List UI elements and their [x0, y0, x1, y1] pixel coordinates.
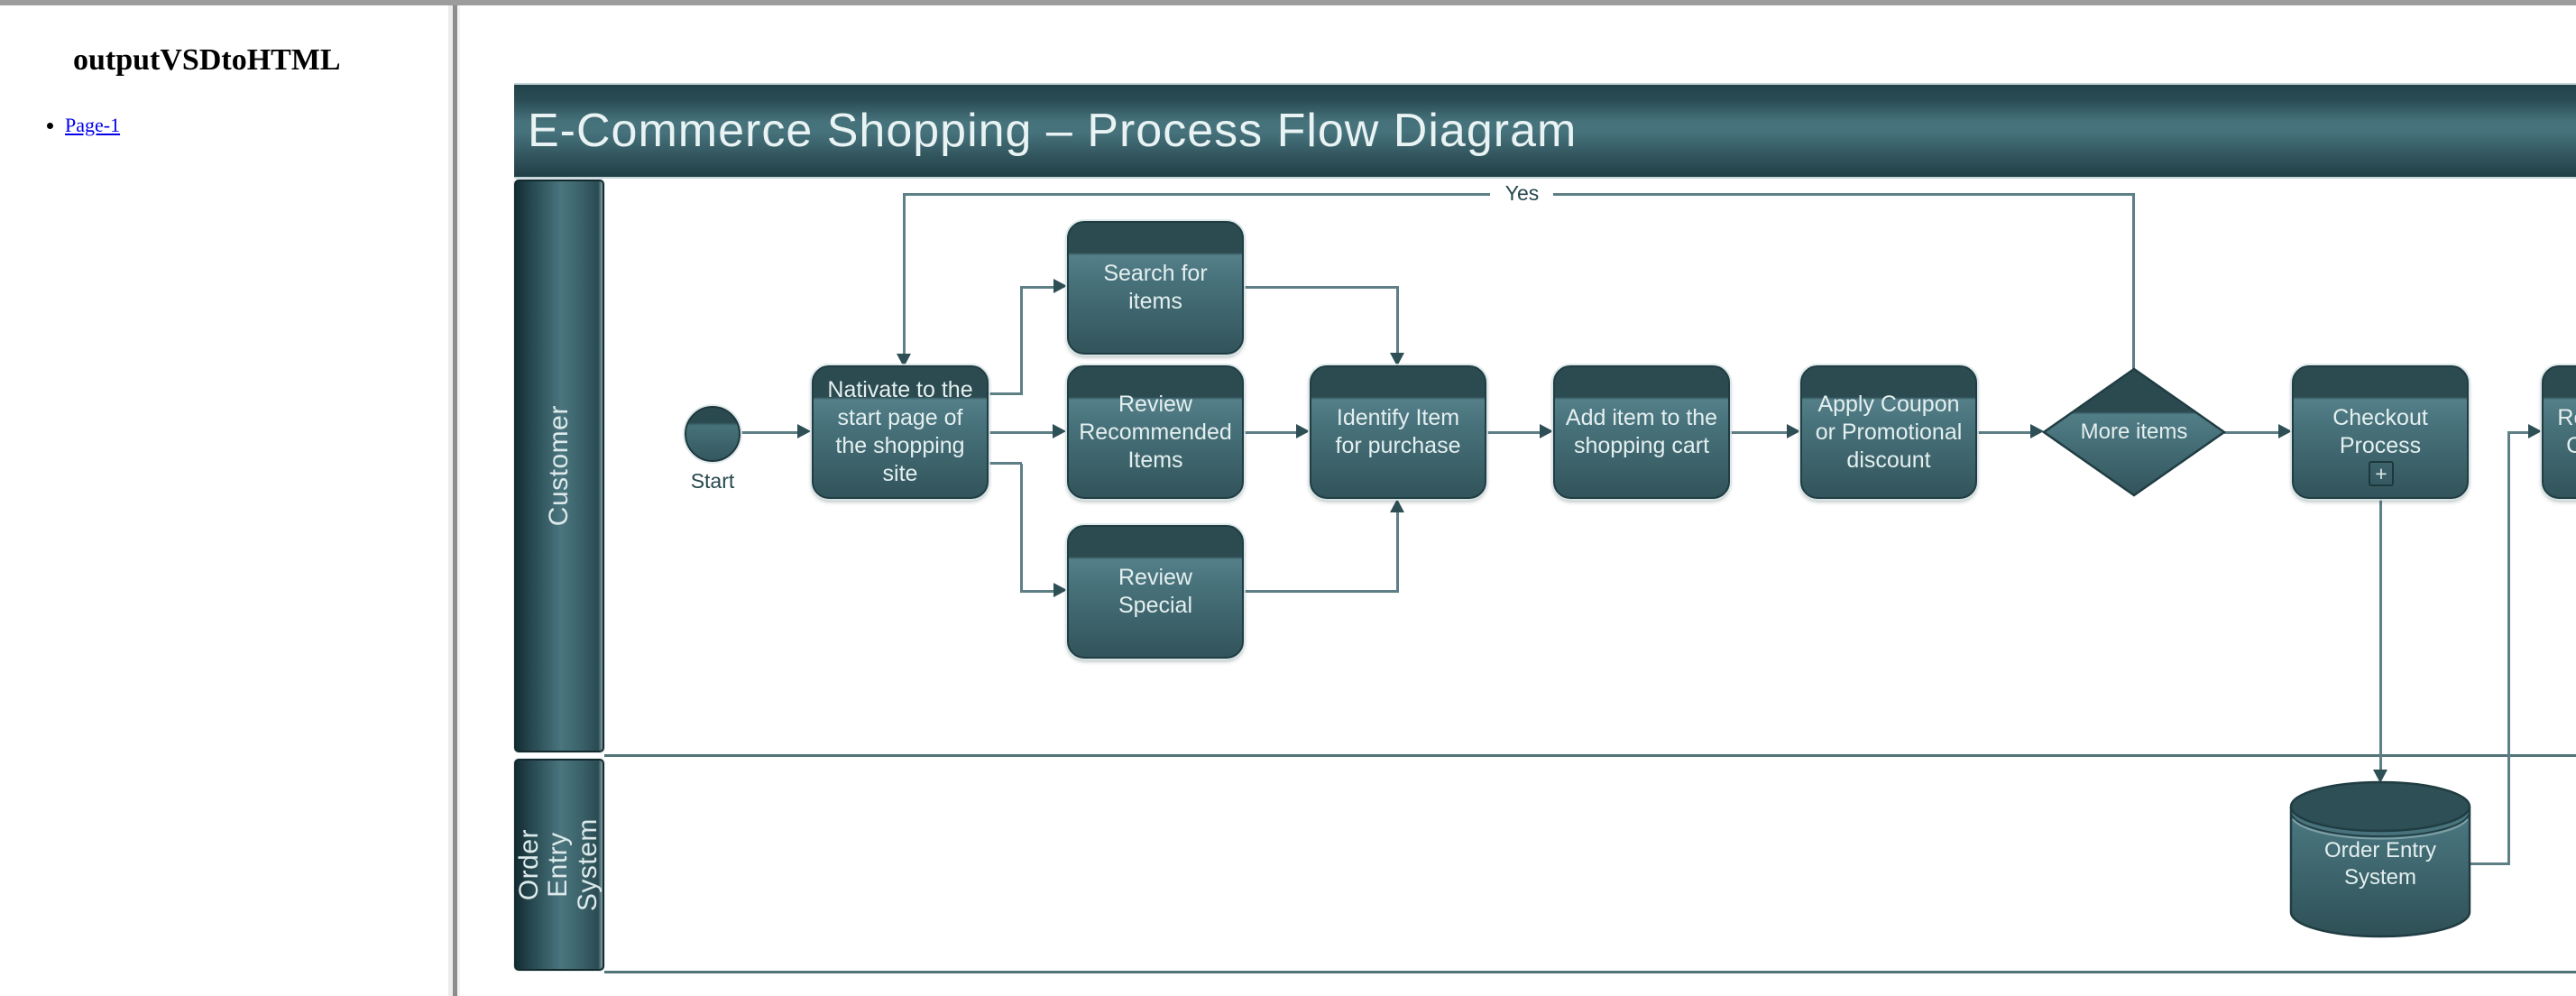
node-review-recommended: Review Recommended Items [1067, 365, 1244, 499]
edge-navigate-search [988, 392, 1022, 395]
page-list: Page-1 [47, 114, 448, 137]
swimlane-customer-label: Customer [543, 405, 574, 527]
page-1-link[interactable]: Page-1 [65, 114, 121, 136]
swimlane-order-entry-label: Order Entry System [514, 817, 603, 912]
arrowhead [797, 424, 811, 438]
database-order-entry-label: Order Entry System [2323, 838, 2437, 890]
swimlane-order-entry-header: Order Entry System [514, 759, 604, 971]
edge-navigate-search [1020, 286, 1054, 289]
edge-review-recommended-identify [1244, 431, 1298, 434]
edge-navigate-review-special [1020, 464, 1023, 593]
edge-moreitems-checkout [2224, 431, 2280, 434]
arrowhead [897, 354, 911, 367]
swimlane-customer-header: Customer [514, 180, 604, 752]
start-event-shape [685, 406, 741, 462]
arrowhead [1053, 279, 1067, 293]
node-receive-confirmation: Receive Order Confirmation [2542, 365, 2576, 499]
arrowhead [2373, 770, 2387, 783]
start-label: Start [690, 469, 735, 493]
edge-checkout-orderdb [2379, 499, 2382, 771]
database-cylinder-shape [2289, 780, 2471, 938]
list-item: Page-1 [65, 114, 448, 137]
edge-identify-additem [1486, 431, 1541, 434]
edge-additem-applycoupon [1730, 431, 1789, 434]
edge-orderdb-receive [2507, 431, 2530, 434]
arrowhead [1540, 424, 1553, 438]
swimlane-separator-line [604, 754, 2576, 757]
edge-label-yes: Yes [1504, 181, 1540, 205]
edge-navigate-search [1020, 288, 1023, 395]
diagram-title: E-Commerce Shopping – Process Flow Diagr… [528, 105, 1578, 157]
decision-more-items-label: More items [2080, 420, 2188, 445]
frame-divider-handle[interactable] [453, 5, 457, 996]
arrowhead [2528, 424, 2542, 438]
node-checkout-process: Checkout Process [2292, 365, 2469, 499]
diagram-title-bar: E-Commerce Shopping – Process Flow Diagr… [514, 83, 2576, 179]
node-navigate: Nativate to the start page of the shoppi… [812, 365, 989, 499]
subprocess-plus-icon: + [2369, 461, 2394, 486]
arrowhead [1053, 583, 1067, 597]
page-title: outputVSDtoHTML [73, 43, 341, 77]
navigation-frame: outputVSDtoHTML Page-1 [0, 5, 448, 996]
edge-applycoupon-moreitems [1977, 431, 2032, 434]
edge-yes-horizontal-right [903, 193, 1490, 196]
node-apply-coupon: Apply Coupon or Promotional discount [1800, 365, 1977, 499]
frame-divider[interactable] [448, 5, 453, 996]
edge-review-special-identify [1244, 590, 1399, 593]
edge-start-to-navigate [741, 431, 799, 434]
frame-divider-edge [457, 5, 460, 996]
frame-top-border [0, 0, 2576, 5]
arrowhead [2030, 424, 2044, 438]
edge-search-identify [1244, 286, 1398, 289]
diagram-bottom-border [604, 971, 2576, 973]
node-review-special: Review Special [1067, 525, 1244, 659]
arrowhead [2278, 424, 2292, 438]
arrowhead [1390, 499, 1404, 512]
node-add-to-cart: Add item to the shopping cart [1553, 365, 1730, 499]
edge-yes-horizontal-left [1553, 193, 2134, 196]
arrowhead [1296, 424, 1310, 438]
arrowhead [1787, 424, 1800, 438]
arrowhead [1390, 353, 1404, 366]
edge-orderdb-receive [2507, 433, 2510, 865]
edge-search-identify [1396, 286, 1399, 355]
edge-navigate-review-recommended [988, 431, 1054, 434]
node-identify-item: Identify Item for purchase [1310, 365, 1486, 499]
edge-yes-drop-to-navigate [903, 193, 906, 355]
edge-navigate-review-special [988, 462, 1022, 465]
edge-yes-vertical-from-diamond [2132, 193, 2135, 370]
edge-orderdb-receive [2469, 862, 2508, 865]
edge-review-special-identify [1396, 511, 1399, 593]
decision-diamond-shape [2042, 367, 2226, 497]
arrowhead [1053, 424, 1066, 438]
node-search-items: Search for items [1067, 221, 1244, 355]
edge-navigate-review-special [1020, 590, 1054, 593]
